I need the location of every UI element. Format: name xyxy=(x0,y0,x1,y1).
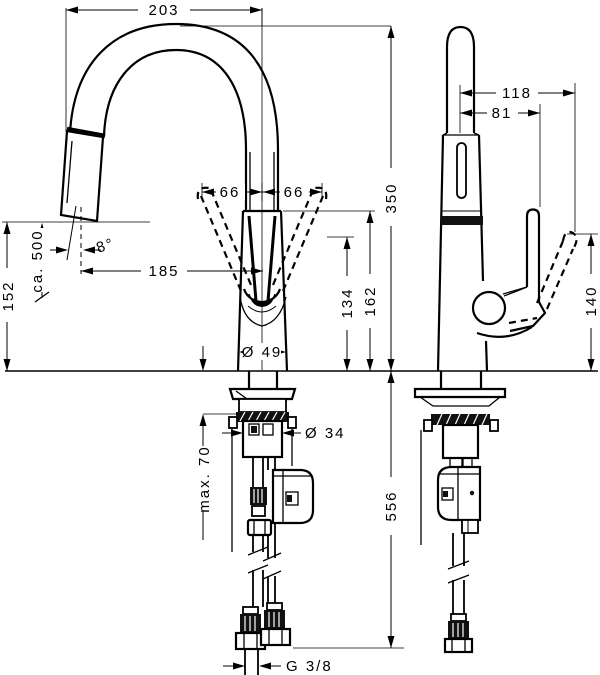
dim-outlet-height: 152 xyxy=(0,221,150,371)
fitting-hex-side xyxy=(443,637,474,654)
escutcheon xyxy=(228,387,297,401)
bracket-ear-right xyxy=(287,416,297,429)
fitting-collar-side xyxy=(450,613,467,622)
hose-weight xyxy=(271,468,315,525)
cartridge-dome xyxy=(471,290,507,326)
dim-handle-reach-label: 118 xyxy=(502,85,532,102)
tube-detail-2 xyxy=(262,423,274,436)
cone-detail-arc2 xyxy=(247,305,277,313)
spray-nozzle-dark xyxy=(250,297,274,307)
dim-spout-reach: 203 xyxy=(65,2,263,132)
dim-shank-diameter: Ø 34 xyxy=(222,425,346,442)
dim-swivel-left-label: 66 xyxy=(220,184,241,201)
dim-hose-below: 556 xyxy=(293,371,404,649)
spray-head-face xyxy=(66,140,73,204)
spray-head xyxy=(59,129,105,223)
dim-handle-height-side: 140 xyxy=(567,233,600,371)
handle-wedge xyxy=(509,301,547,333)
hose-break-side xyxy=(447,560,470,584)
hose-side xyxy=(452,533,465,614)
dim-max-counter: max. 70 xyxy=(195,346,241,540)
handle-raised-dashed xyxy=(508,230,578,325)
spout-column xyxy=(445,25,476,133)
dim-swivel-right-label: 66 xyxy=(284,184,305,201)
dim-outlet-to-center-label: 185 xyxy=(148,263,179,280)
dim-max-counter-label: max. 70 xyxy=(196,445,213,512)
dim-handle-height-label: 162 xyxy=(362,285,379,316)
side-undercounter xyxy=(413,371,507,654)
dim-shank-diameter-label: Ø 34 xyxy=(305,425,346,442)
shank xyxy=(247,371,279,389)
dim-height: 350 xyxy=(180,25,400,371)
bracket-ear-right-side xyxy=(489,419,499,432)
side-body-left xyxy=(436,134,445,372)
dim-body-diameter-label: Ø 49 xyxy=(242,344,283,361)
side-body-right xyxy=(477,134,489,372)
dim-handle-height-side-label: 140 xyxy=(583,285,600,316)
dim-outlet-to-center: 185 xyxy=(81,263,263,280)
spray-seam-band xyxy=(441,216,483,225)
dim-hose-length-label: ca. 500 xyxy=(29,229,46,292)
dim-hose-below-label: 556 xyxy=(383,490,400,521)
fitting-collar-left xyxy=(242,606,259,615)
front-undercounter xyxy=(228,371,315,675)
handle-lever xyxy=(525,208,541,302)
bracket-ear-left xyxy=(228,416,238,429)
dim-swivel: 66 66 xyxy=(201,183,323,201)
dim-thread: G 3/8 xyxy=(223,658,333,675)
dim-spout-reach-label: 203 xyxy=(148,2,179,19)
fitting-collar-right xyxy=(266,602,283,611)
hose-break-left xyxy=(247,546,269,574)
side-view xyxy=(413,25,578,654)
hose-left xyxy=(252,458,264,607)
spray-head-joint xyxy=(66,126,106,139)
dim-spray-angle-label: 8° xyxy=(94,235,117,257)
cone-detail-arc1 xyxy=(239,296,287,327)
dim-spray-angle: 8° xyxy=(50,205,117,274)
dim-handle-reach: 118 xyxy=(459,83,576,232)
spout-arc-inner xyxy=(102,48,248,211)
dim-handle-height: 162 xyxy=(283,210,379,371)
connector-band xyxy=(251,505,266,517)
dim-handle-height-low-label: 134 xyxy=(339,287,356,318)
dim-body-diameter: Ø 49 xyxy=(239,343,286,361)
connector-nut xyxy=(246,518,273,537)
shank-tube-side xyxy=(441,423,480,460)
weight-tab xyxy=(461,519,479,534)
mount-nut-side xyxy=(431,414,490,425)
front-view xyxy=(59,8,328,675)
spout-arc-outer xyxy=(68,22,280,211)
dim-handle-offset: 81 xyxy=(460,104,541,207)
hose-weight-side xyxy=(436,465,482,522)
dim-height-label: 350 xyxy=(383,182,400,213)
outlet-tube xyxy=(244,649,259,675)
dim-outlet-height-label: 152 xyxy=(0,280,17,311)
shank-side xyxy=(439,371,483,389)
dim-handle-offset-label: 81 xyxy=(492,105,513,122)
mount-neck xyxy=(238,398,287,413)
hose-right xyxy=(267,458,276,607)
escutcheon-bevel xyxy=(419,396,501,407)
dim-hose-length: ca. 500 xyxy=(29,223,50,303)
shoulder xyxy=(442,132,480,136)
spray-release-slot xyxy=(456,142,467,199)
hose-break-right xyxy=(262,552,282,580)
fitting-hex-right xyxy=(259,627,292,647)
mount-nut xyxy=(236,412,289,422)
handle-swing-dashed xyxy=(196,186,328,292)
spout-tube-walls xyxy=(249,152,275,210)
cartridge-underside xyxy=(476,326,533,338)
escutcheon-side xyxy=(413,387,507,399)
spray-nozzle-outer xyxy=(242,288,282,304)
dim-thread-label: G 3/8 xyxy=(286,658,333,675)
tube-detail-1 xyxy=(248,423,260,436)
dim-handle-height-low: 134 xyxy=(327,236,356,371)
bracket-ear-left-side xyxy=(423,419,433,432)
spray-funnel xyxy=(247,215,277,302)
